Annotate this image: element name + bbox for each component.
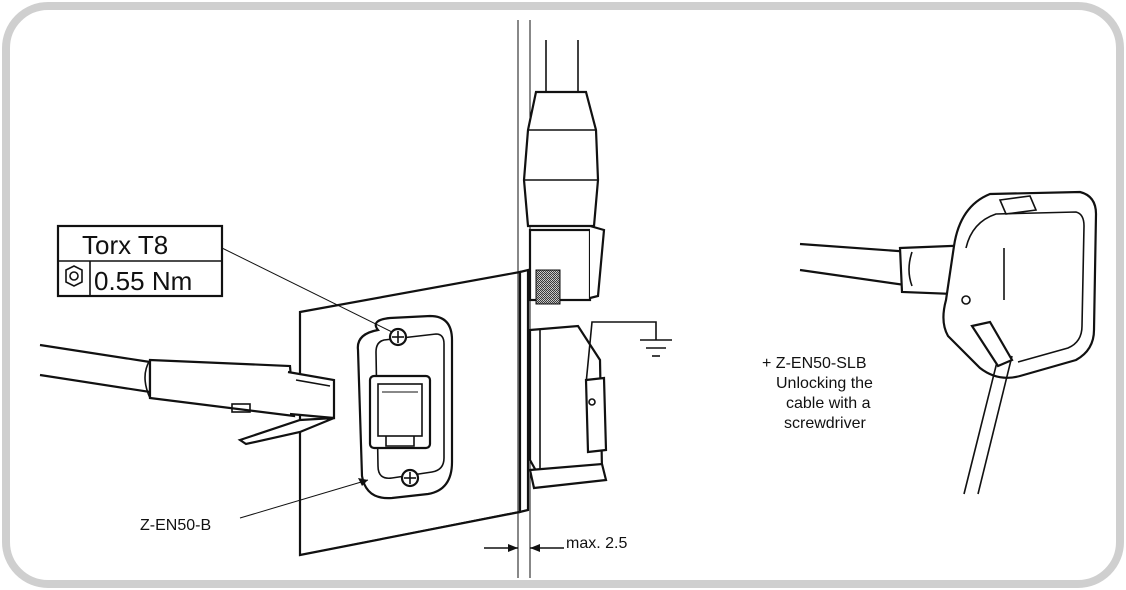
coupler-flange [356, 314, 454, 500]
right-label-line3: cable with a [786, 395, 871, 412]
coupler-body-rear [528, 324, 608, 490]
right-coupler [942, 190, 1098, 379]
torque-nut-icon [65, 265, 83, 287]
right-label-line4: screwdriver [784, 415, 866, 432]
screwdriver-icon [963, 320, 1014, 495]
torque-label: 0.55 Nm [94, 266, 192, 296]
part-left-label: Z-EN50-B [140, 517, 211, 534]
left-cable-plug [39, 343, 336, 446]
right-label-line1: + Z-EN50-SLB [762, 355, 866, 372]
torx-label: Torx T8 [82, 230, 168, 260]
part-leader-line [239, 479, 369, 519]
top-cable-plug [522, 40, 606, 305]
right-label-line2: Unlocking the [776, 375, 873, 392]
torque-callout [56, 224, 393, 333]
thickness-label: max. 2.5 [566, 535, 627, 552]
thickness-dimension [484, 544, 564, 552]
ground-icon [585, 321, 672, 385]
